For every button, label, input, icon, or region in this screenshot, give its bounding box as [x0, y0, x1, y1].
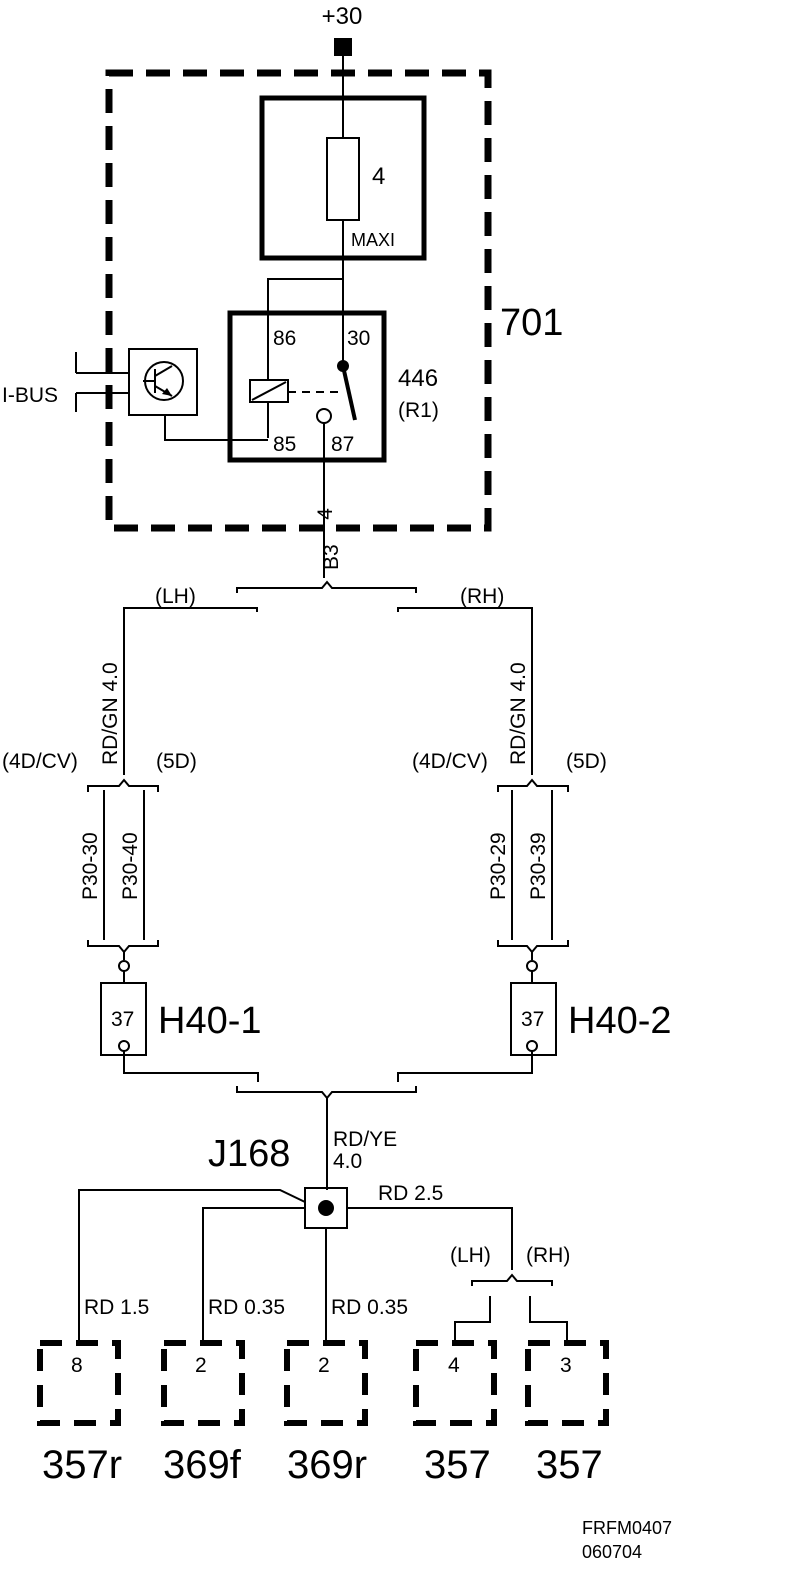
component-357r-pin: 8 [71, 1354, 83, 1377]
component-369r-box [284, 1340, 368, 1426]
component-369f-label: 369f [163, 1443, 242, 1487]
main-wire-code: B3 [320, 544, 343, 570]
h40-2-output-wire [397, 1051, 533, 1082]
transistor-collector [154, 365, 173, 377]
module-701-label: 701 [500, 302, 563, 344]
h40-1-output-wire [123, 1051, 259, 1082]
output-wire-357-lh [454, 1296, 491, 1342]
output-wire-357-rh [529, 1296, 568, 1342]
left-variant-a: (4D/CV) [2, 750, 78, 773]
output-wire-357 [347, 1207, 513, 1270]
output-wire-369f [202, 1207, 305, 1342]
component-369f-box [161, 1340, 245, 1426]
relay-pin-85: 85 [273, 433, 296, 456]
fuse-element [326, 137, 360, 221]
h40-2-pin: 37 [521, 1008, 544, 1031]
junction-wire-size: 4.0 [333, 1150, 362, 1173]
coil-supply-wire [267, 278, 343, 380]
output-split-brace [471, 1273, 553, 1286]
footer-date: 060704 [582, 1542, 642, 1562]
right-variant-brace-bottom [497, 940, 569, 954]
component-369r-pin: 2 [318, 1354, 330, 1377]
fuse-type: MAXI [351, 230, 395, 250]
left-branch-wire [123, 607, 258, 775]
wire-label-357r: RD 1.5 [84, 1296, 149, 1319]
junction-id: J168 [208, 1133, 290, 1175]
right-variant-b: (5D) [566, 750, 607, 773]
merge-brace [236, 1086, 417, 1100]
footer-code: FRFM0407 [582, 1518, 672, 1538]
component-357-rh-box [525, 1340, 609, 1426]
left-variant-b: (5D) [156, 750, 197, 773]
transistor-emitter-arrow [162, 388, 172, 396]
component-357r-label: 357r [42, 1443, 122, 1487]
output-rh-label: (RH) [526, 1244, 570, 1267]
module-701-boundary [105, 69, 492, 532]
component-357r-box [37, 1340, 121, 1426]
junction-node [318, 1200, 334, 1216]
right-branch-wire [397, 607, 533, 775]
main-wire-size: 4 [314, 508, 337, 520]
driver-to-coil-wire [164, 415, 268, 441]
supply-label: +30 [322, 3, 363, 30]
component-357-rh-pin: 3 [560, 1354, 572, 1377]
right-variant-a: (4D/CV) [412, 750, 488, 773]
right-wire-label: RD/GN 4.0 [507, 662, 530, 765]
relay-pin-87: 87 [331, 433, 354, 456]
output-lh-label: (LH) [450, 1244, 491, 1267]
relay-pin-30: 30 [347, 327, 370, 350]
h40-2-label: H40-2 [568, 1000, 672, 1042]
h40-1-label: H40-1 [158, 1000, 262, 1042]
right-variant-brace-top [497, 778, 569, 792]
right-pin-a: P30-29 [487, 832, 510, 900]
h40-1-bottom-terminal [118, 1040, 130, 1052]
relay-pin-86: 86 [273, 327, 296, 350]
relay-ref: (R1) [398, 399, 439, 422]
supply-terminal [334, 38, 352, 56]
relay-id: 446 [398, 365, 438, 392]
junction-wire-color: RD/YE [333, 1128, 397, 1151]
h40-2-bottom-terminal [526, 1040, 538, 1052]
right-pin-b: P30-39 [527, 832, 550, 900]
h40-1-pin: 37 [111, 1008, 134, 1031]
ibus-label: I-BUS [2, 384, 58, 407]
wire-label-369r: RD 0.35 [331, 1296, 408, 1319]
component-357-lh-box [413, 1340, 497, 1426]
branch-brace-top [236, 580, 417, 593]
left-variant-brace-top [87, 778, 159, 792]
left-variant-brace-bottom [87, 940, 159, 954]
branch-rh-label: (RH) [460, 585, 504, 608]
component-369f-pin: 2 [195, 1354, 207, 1377]
component-369r-label: 369r [287, 1443, 367, 1487]
component-357-lh-label: 357 [424, 1443, 491, 1487]
branch-lh-label: (LH) [155, 585, 196, 608]
output-wire-357r [78, 1189, 306, 1342]
switch-contact-arm [341, 365, 357, 421]
h40-2-top-terminal [526, 960, 538, 972]
h40-1-top-terminal [118, 960, 130, 972]
fuse-number: 4 [372, 163, 385, 190]
output-rd25-label: RD 2.5 [378, 1182, 443, 1205]
component-357-lh-pin: 4 [448, 1354, 460, 1377]
wire-label-369f: RD 0.35 [208, 1296, 285, 1319]
component-357-rh-label: 357 [536, 1443, 603, 1487]
ibus-driver-box [128, 348, 198, 416]
relay-box [227, 310, 387, 463]
left-pin-b: P30-40 [119, 832, 142, 900]
left-pin-a: P30-30 [79, 832, 102, 900]
left-wire-label: RD/GN 4.0 [99, 662, 122, 765]
switch-contact-87 [316, 408, 332, 424]
h40-2-connector [510, 982, 557, 1056]
relay-coil-diagonal [251, 381, 287, 401]
